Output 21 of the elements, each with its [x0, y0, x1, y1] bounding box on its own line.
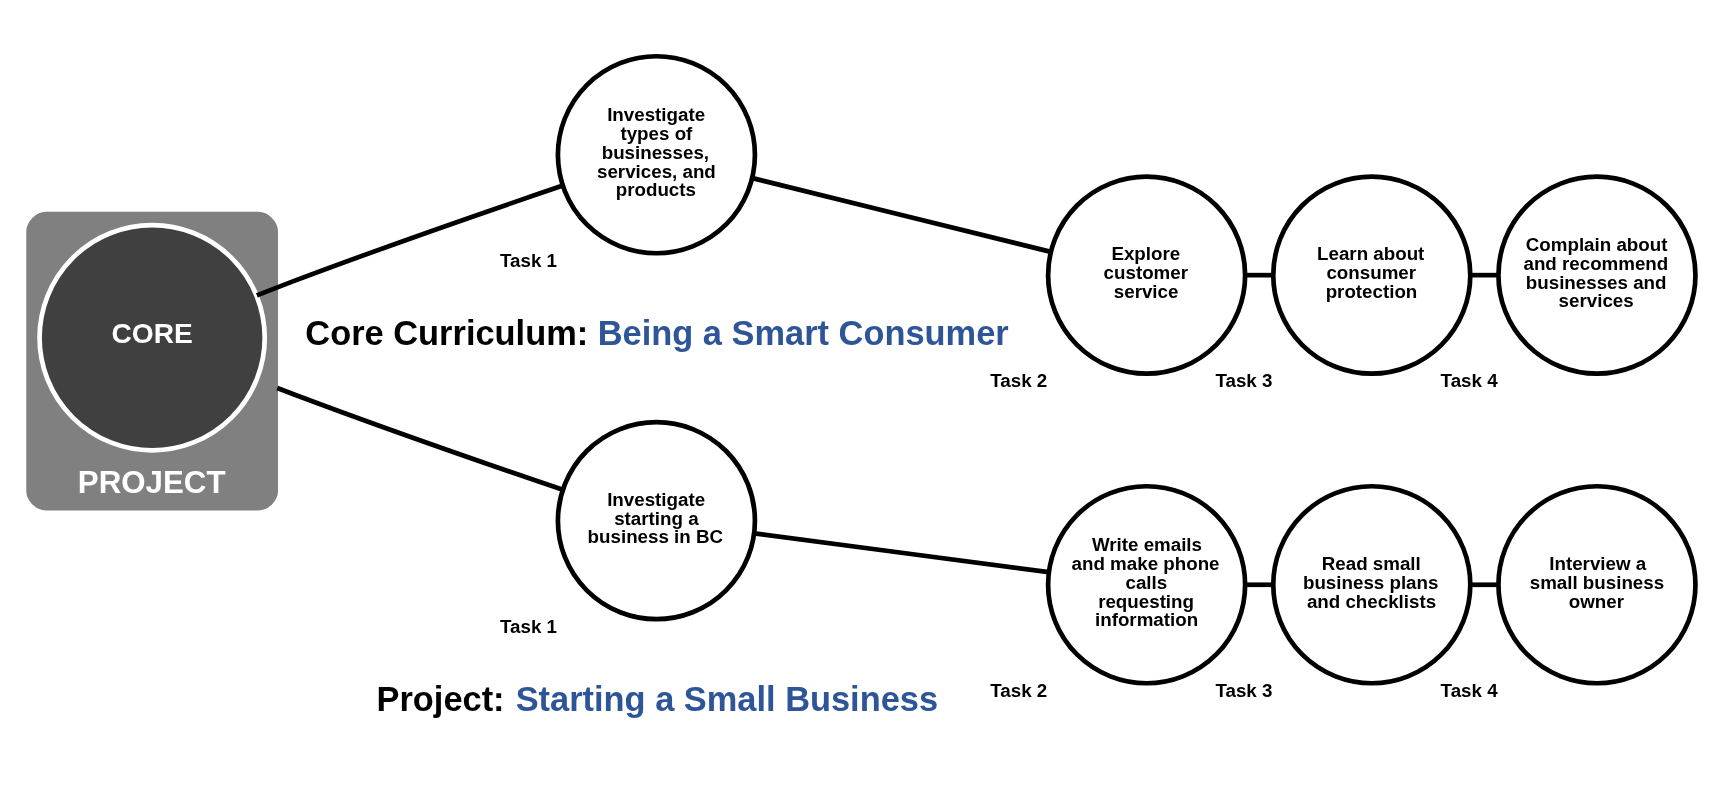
connector [1470, 272, 1499, 278]
node-circle: Investigate types of businesses, services, and products [555, 53, 758, 256]
node-circle: Interview a small business owner [1496, 483, 1698, 686]
label: Project: [376, 679, 505, 718]
connector [1245, 582, 1273, 588]
connector [1245, 272, 1273, 278]
node-label: Task 2 [990, 679, 1048, 701]
node-label: Task 1 [500, 249, 558, 271]
node-circle: Complain about and recommend businesses and services [1496, 174, 1698, 376]
label: Core Curriculum: [305, 313, 589, 352]
label: Starting a Small Business [515, 679, 939, 718]
connector [753, 531, 1049, 575]
node-label: Task 1 [500, 615, 558, 637]
connector [256, 183, 563, 298]
node-circle: Investigate starting a business in BC [555, 419, 758, 622]
connector [751, 175, 1052, 255]
connector [276, 385, 563, 492]
node-label: Task 2 [990, 370, 1048, 392]
label: Being a Smart Consumer [597, 313, 1009, 352]
node-circle: CORE [37, 222, 268, 453]
connector [1470, 582, 1499, 588]
